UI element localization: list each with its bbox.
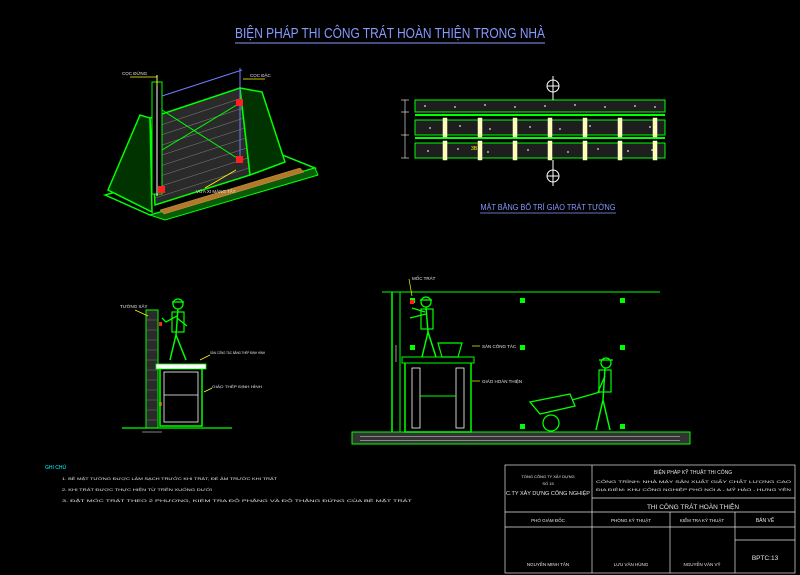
company-line-1: TỔNG CÔNG TY XÂY DỰNG — [521, 474, 574, 479]
company-line-3: C.TY XÂY DỰNG CÔNG NGHIỆP — [506, 489, 590, 497]
label-moc-trat: MỐC TRÁT — [412, 275, 436, 281]
sheet-number: BPTC:13 — [752, 555, 779, 562]
name-director: NGUYỄN MINH TÂN — [527, 561, 569, 567]
wall-isometric-view — [102, 68, 319, 221]
note-line-2: 2. KHI TRÁT ĐƯỢC THỰC HIỆN TỪ TRÊN XUỐNG… — [62, 487, 212, 492]
label-giao-hoan-thien: GIÁO HOÀN THIỆN — [482, 377, 522, 384]
title-block — [504, 464, 796, 574]
notes-heading: GHI CHÚ — [45, 464, 67, 471]
drawing-name: THI CÔNG TRÁT HOÀN THIỆN — [647, 502, 739, 511]
label-coc-dung: CỌC ĐỨNG — [122, 70, 148, 76]
label-coc-dac: CỌC ĐẶC — [250, 72, 272, 78]
company-line-2: SỐ 15 — [542, 481, 554, 486]
scaffold-section-left — [122, 298, 232, 433]
plan-caption: MẶT BẰNG BỐ TRÍ GIÁO TRÁT TƯỜNG — [481, 201, 616, 212]
drawing-title: BIỆN PHÁP THI CÔNG TRÁT HOÀN THIỆN TRONG… — [235, 25, 545, 42]
name-checker: NGUYỄN VĂN VỸ — [683, 561, 720, 567]
project-head: BIỆN PHÁP KỸ THUẬT THI CÔNG — [654, 468, 732, 476]
scaffold-section-right — [351, 278, 691, 445]
role-technical-dept: PHÒNG KỸ THUẬT — [611, 517, 651, 523]
plan-mark: 3B — [471, 146, 478, 152]
label-vua: VỮA XI MĂNG TẮT — [196, 187, 236, 194]
project-row-2: ĐỊA ĐIỂM: KHU CÔNG NGHIỆP PHỐ NỐI A - MỸ… — [596, 487, 792, 492]
label-san-cong-tac-right: SÀN CÔNG TÁC — [482, 343, 517, 349]
name-technical-dept: LƯU VĂN HÙNG — [614, 561, 649, 567]
role-checker: KIỂM TRA KỸ THUẬT — [680, 517, 725, 523]
note-line-1: 1. BỀ MẶT TƯỜNG ĐƯỢC LÀM SẠCH TRƯỚC KHI … — [62, 476, 278, 481]
label-san-cong-tac-left: SÀN CÔNG TÁC BẰNG THÉP ĐỊNH HÌNH — [210, 350, 265, 355]
note-line-3: 3. ĐẶT MỐC TRÁT THEO 2 PHƯƠNG, KIỂM TRA … — [62, 498, 414, 503]
scaffold-plan-view — [401, 76, 666, 186]
label-giao-thep-left: GIÁO THÉP ĐỊNH HÌNH — [212, 384, 262, 389]
role-director: PHÓ GIÁM ĐỐC — [531, 517, 566, 523]
role-drawing: BẢN VẼ — [756, 517, 775, 524]
label-tuong-xay: TƯỜNG XÂY — [120, 303, 147, 309]
project-row-1: CÔNG TRÌNH: NHÀ MÁY SẢN XUẤT GIẤY CHẤT L… — [596, 479, 792, 484]
